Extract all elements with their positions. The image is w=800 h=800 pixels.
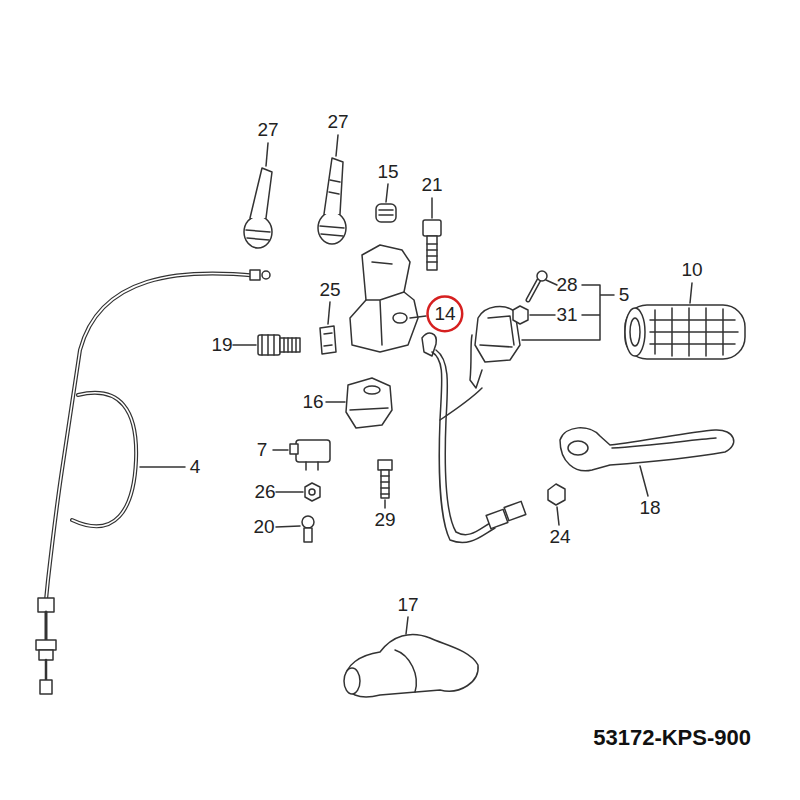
callout-number: 27 (256, 120, 279, 141)
callout-number: 19 (210, 335, 233, 356)
callout-number: 21 (420, 175, 443, 196)
callout-number: 14 (434, 304, 455, 325)
callout-number: 26 (253, 482, 276, 503)
callout-number: 4 (189, 457, 202, 478)
handle-grip (625, 305, 745, 359)
cable-tie (244, 158, 346, 248)
clutch-cable (36, 270, 270, 694)
callout-number: 29 (373, 510, 396, 531)
callout-number: 20 (252, 517, 275, 538)
callout-number: 7 (256, 440, 269, 461)
callout-number: 28 (555, 275, 578, 296)
clutch-lever (560, 428, 734, 471)
callout-number: 27 (326, 112, 349, 133)
callout-number: 31 (555, 305, 578, 326)
leader-lines (140, 135, 692, 634)
callout-number: 15 (376, 162, 399, 183)
callout-number: 25 (318, 280, 341, 301)
highlight-circle: 14 (426, 295, 464, 333)
cap (376, 204, 396, 222)
callout-number: 5 (618, 285, 631, 306)
part-number: 53172-KPS-900 (592, 726, 752, 750)
callout-number: 17 (396, 595, 419, 616)
callout-number: 24 (548, 527, 571, 548)
callout-number: 10 (680, 260, 703, 281)
callout-number: 16 (301, 392, 324, 413)
lever-cover (344, 634, 478, 696)
callout-number: 18 (638, 498, 661, 519)
circle-shape (428, 297, 463, 332)
